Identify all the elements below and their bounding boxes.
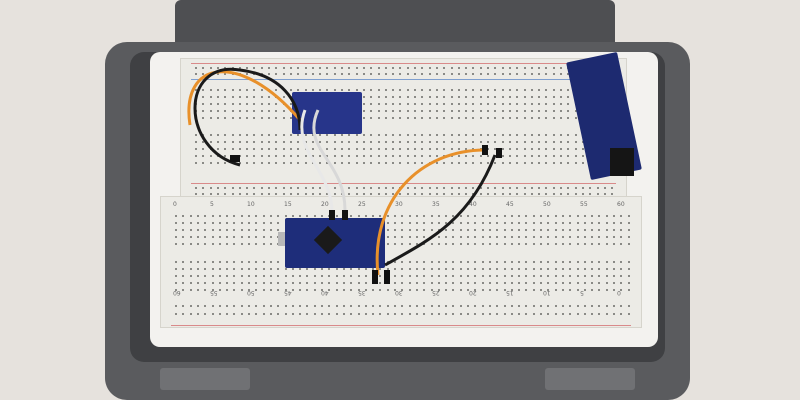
wire-pin	[372, 270, 378, 284]
case-latch-right	[545, 368, 635, 390]
wire-white-1	[300, 109, 334, 213]
case-latch-left	[160, 368, 250, 390]
column-number: 25	[358, 201, 366, 208]
wire-pin	[342, 210, 348, 220]
column-number: 20	[321, 201, 329, 208]
case-lid	[175, 0, 615, 50]
dc-barrel-jack	[610, 148, 634, 176]
wire-pin	[230, 155, 240, 162]
column-number: 40	[469, 201, 477, 208]
column-number: 15	[284, 201, 292, 208]
wire-orange-2	[375, 148, 486, 276]
column-number: 55	[580, 201, 588, 208]
wire-pin	[329, 210, 335, 220]
column-number: 10	[247, 201, 255, 208]
rail-blue	[191, 79, 616, 80]
wire-black-2	[384, 154, 497, 267]
column-number: 50	[543, 201, 551, 208]
column-number: 5	[210, 201, 214, 208]
wire-pin	[384, 270, 390, 284]
rail-red	[191, 63, 616, 64]
column-number: 35	[432, 201, 440, 208]
column-number: 0	[173, 201, 177, 208]
column-number: 45	[506, 201, 514, 208]
rail-red	[171, 325, 631, 326]
wire-pin	[482, 145, 488, 155]
column-number: 60	[617, 201, 625, 208]
wire-white-2	[312, 109, 347, 213]
wire-black-1	[193, 67, 302, 167]
wire-pin	[496, 148, 502, 158]
column-number: 30	[395, 201, 403, 208]
